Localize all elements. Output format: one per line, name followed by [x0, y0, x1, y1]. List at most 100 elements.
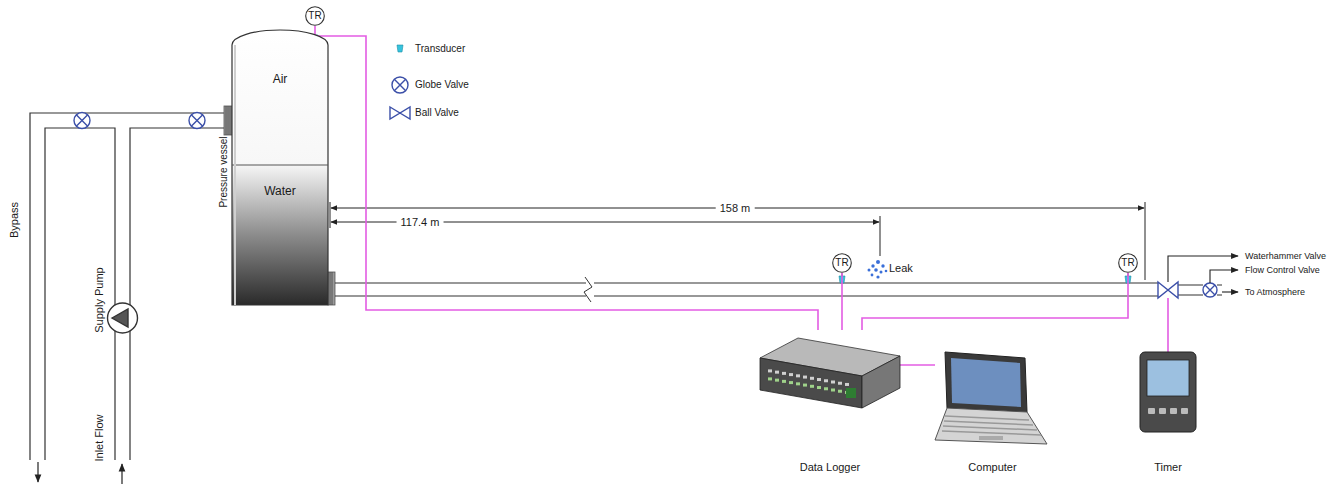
computer: Computer	[935, 352, 1050, 447]
transducer-tag-outline	[833, 254, 852, 273]
part-label: To Atmosphere	[1245, 287, 1305, 297]
part-label: Bypass	[8, 202, 21, 238]
leak-symbol	[874, 268, 878, 272]
signal-wire	[315, 26, 818, 330]
data-logger-outline	[862, 356, 900, 408]
leak-symbol	[871, 274, 874, 277]
data-logger-outline	[824, 387, 828, 390]
pipe	[45, 128, 115, 460]
data-logger-outline	[789, 373, 793, 376]
data-logger-outline	[846, 388, 856, 398]
globe-valve-symbol	[1203, 283, 1217, 297]
pipeline	[335, 283, 1222, 296]
pressure-vessel: AirWater	[232, 30, 328, 305]
data-logger-outline	[775, 371, 779, 374]
timer-outline	[1170, 408, 1177, 414]
globe-valve-symbol	[74, 113, 90, 129]
globe-valve-symbol	[1203, 283, 1217, 297]
pump-symbol	[108, 303, 138, 333]
pipe-break	[584, 277, 594, 302]
legend-text: Globe Valve	[415, 79, 469, 91]
transducer-tag: TR	[1118, 253, 1138, 273]
timer-outline	[1181, 408, 1188, 414]
data-logger-outline	[796, 382, 800, 385]
data-logger-outline	[768, 377, 772, 380]
computer-outline	[942, 431, 1041, 435]
flange	[328, 272, 335, 305]
pump-symbol	[112, 309, 128, 327]
data-logger-outline	[817, 386, 821, 389]
flow-arrow	[121, 464, 122, 484]
pipe	[130, 128, 228, 460]
ball-valve-symbol	[1158, 282, 1178, 298]
legend-sample	[390, 107, 410, 119]
data-logger-outline	[782, 372, 786, 375]
computer-outline	[935, 352, 1050, 447]
globe-valve-symbol	[191, 115, 202, 126]
flow-arrow	[38, 462, 122, 484]
data-logger-outline	[831, 380, 835, 383]
pipe	[30, 113, 228, 460]
timer-outline	[1147, 360, 1189, 396]
computer-outline	[945, 416, 1029, 420]
computer-outline	[943, 426, 1037, 430]
dimension-line	[330, 202, 1145, 280]
data-logger-outline	[810, 377, 814, 380]
pressure-vessel-outline	[232, 30, 328, 305]
computer-outline	[944, 421, 1033, 425]
globe-valve-symbol	[1205, 285, 1215, 295]
data-logger-outline	[817, 378, 821, 381]
timer-outline	[1140, 352, 1196, 432]
data-logger-outline	[838, 390, 842, 393]
data-logger-outline	[803, 384, 807, 387]
flow-arrow	[37, 462, 38, 482]
legend-sample	[390, 45, 410, 119]
signal-wire	[862, 273, 1128, 330]
legend-sample	[394, 79, 405, 90]
legend-text: Transducer	[415, 43, 465, 55]
flange	[224, 106, 232, 135]
globe-valve-symbol	[76, 115, 87, 126]
transducer-symbol	[312, 35, 1131, 283]
outlet-arrow	[1168, 256, 1238, 282]
globe-valve-symbol	[74, 113, 205, 129]
data-logger-outline	[775, 379, 779, 382]
device-label: Computer	[968, 461, 1016, 474]
transducer-tag-outline	[306, 7, 325, 26]
legend-text: Ball Valve	[415, 107, 459, 119]
globe-valve-symbol	[189, 113, 205, 129]
timer-outline	[1148, 408, 1155, 414]
tag-text: TR	[1121, 257, 1134, 269]
computer-outline	[945, 352, 1027, 412]
pipeline	[335, 283, 1158, 296]
timer: Timer	[1140, 352, 1196, 432]
pipe-break	[584, 277, 592, 302]
leak-symbol	[881, 264, 884, 267]
dimension-label: 117.4 m	[397, 216, 444, 229]
leak-symbol	[876, 275, 879, 278]
pipe	[30, 113, 228, 460]
part-label: Supply Pump	[93, 267, 106, 332]
signal-wire	[900, 364, 935, 366]
data-logger-outline	[782, 380, 786, 383]
dimension-label: 158 m	[716, 202, 755, 215]
device-label: Data Logger	[800, 461, 861, 474]
data-logger: Data Logger	[760, 330, 900, 420]
signal-wire	[1167, 298, 1169, 352]
data-logger-outline	[760, 358, 862, 408]
data-logger-outline	[838, 382, 842, 385]
tag-text: TR	[308, 10, 321, 22]
pump-symbol	[108, 303, 138, 333]
part-label: Waterhammer Valve	[1245, 251, 1326, 261]
leak-symbol	[868, 260, 888, 279]
flange	[330, 272, 332, 305]
transducer-tag: TR	[832, 253, 852, 273]
leak-symbol	[885, 270, 888, 273]
computer-outline	[979, 436, 1003, 440]
data-logger-outline	[824, 379, 828, 382]
signal-wire	[841, 273, 843, 330]
pressure-vessel-outline	[232, 30, 328, 305]
data-logger-outline	[760, 330, 900, 420]
leak-symbol	[880, 271, 883, 274]
